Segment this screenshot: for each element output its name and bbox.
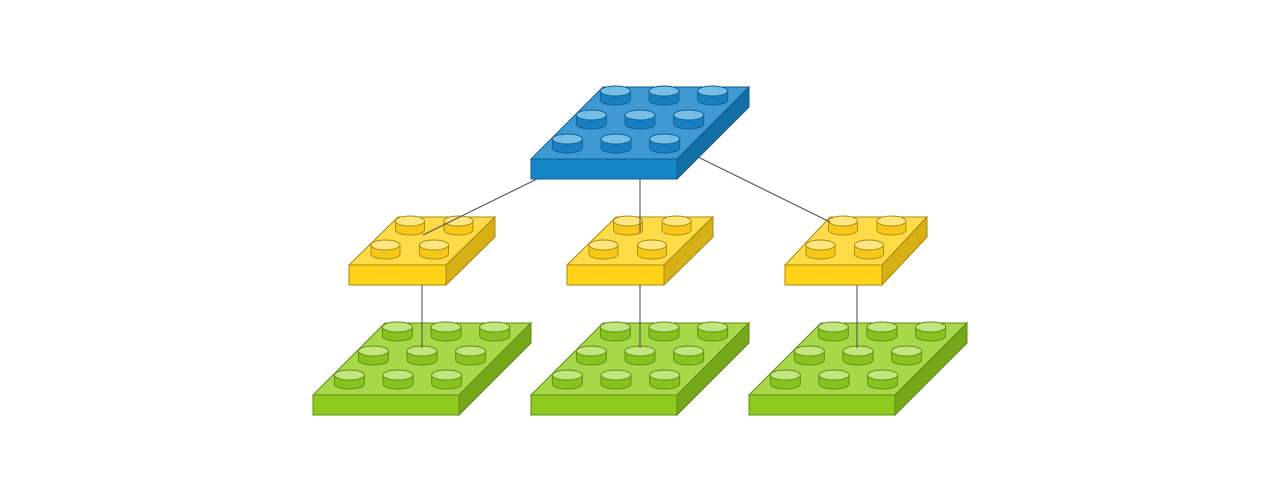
stud <box>842 345 874 366</box>
plate-front-face <box>312 394 460 416</box>
stud <box>891 345 923 366</box>
plates-layer <box>311 85 969 417</box>
stud <box>637 239 667 260</box>
stud <box>649 369 681 390</box>
plate-mid-right <box>783 215 929 287</box>
plate-leaf-right <box>747 321 969 417</box>
stud <box>357 345 389 366</box>
stud <box>381 321 413 342</box>
plate-front-face <box>784 264 883 286</box>
stud <box>333 369 365 390</box>
stud <box>479 321 511 342</box>
stud <box>431 369 463 390</box>
stud-grid <box>370 215 474 260</box>
plate-front-face <box>530 394 678 416</box>
stud <box>793 345 825 366</box>
stud <box>575 345 607 366</box>
stud <box>382 369 414 390</box>
stud <box>818 369 850 390</box>
stud <box>588 239 619 260</box>
stud <box>443 215 474 236</box>
stud <box>551 369 583 390</box>
stud <box>854 239 884 260</box>
stud <box>828 215 858 236</box>
stud <box>867 369 899 390</box>
plate-leaf-left <box>311 321 533 417</box>
plate-front-face <box>530 158 678 180</box>
stud-grid <box>805 215 907 260</box>
plate-mid-left <box>347 215 497 287</box>
stud <box>648 85 680 106</box>
stud <box>915 321 947 342</box>
stud <box>673 109 705 130</box>
plate-mid-center <box>565 215 715 287</box>
stud <box>370 239 401 260</box>
connector-lines-front <box>421 156 858 348</box>
stud <box>600 133 632 154</box>
stud <box>624 109 656 130</box>
stud <box>697 321 729 342</box>
plate-root <box>529 85 751 181</box>
connector-line-root-to-mid-right <box>697 156 831 223</box>
stud-grid <box>588 215 692 260</box>
stud <box>661 215 692 236</box>
stud <box>805 239 836 260</box>
connector-line-root-to-mid-left <box>422 178 538 236</box>
stud <box>430 321 462 342</box>
stud <box>406 345 438 366</box>
plate-leaf-center <box>529 321 751 417</box>
stud <box>866 321 898 342</box>
stud-grid <box>333 321 511 390</box>
stud-grid <box>551 85 729 154</box>
stud <box>648 321 680 342</box>
stud <box>599 85 631 106</box>
stud <box>599 321 631 342</box>
stud <box>613 215 643 236</box>
stud <box>673 345 705 366</box>
stud <box>769 369 801 390</box>
stud <box>455 345 487 366</box>
plate-front-face <box>748 394 896 416</box>
stud <box>817 321 849 342</box>
stud <box>575 109 607 130</box>
stud-grid <box>769 321 947 390</box>
stud <box>649 133 681 154</box>
stud <box>395 215 425 236</box>
stud <box>551 133 583 154</box>
stud <box>419 239 449 260</box>
stud-grid <box>551 321 729 390</box>
stud <box>876 215 907 236</box>
stud <box>624 345 656 366</box>
plate-front-face <box>348 264 447 286</box>
stud <box>600 369 632 390</box>
plate-front-face <box>566 264 665 286</box>
stud <box>697 85 729 106</box>
